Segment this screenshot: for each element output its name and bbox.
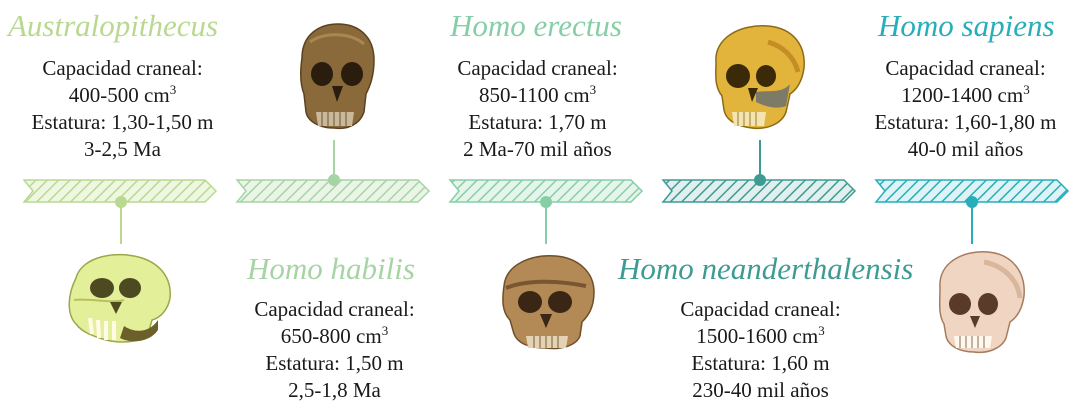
value-age: 3-2,5 Ma (10, 136, 235, 163)
value-age: 40-0 mil años (858, 136, 1073, 163)
habilis-skull-icon (290, 22, 380, 134)
value-capacity: 1500-1600 cm3 (648, 323, 873, 350)
value-age: 2 Ma-70 mil años (425, 136, 650, 163)
info-habilis: Capacidad craneal: 650-800 cm3 Estatura:… (222, 296, 447, 404)
value-capacity: 400-500 cm3 (10, 82, 235, 109)
title-sapiens: Homo sapiens (878, 10, 1055, 41)
node-australopithecus (115, 196, 127, 208)
node-neanderthalensis (754, 174, 766, 186)
info-neanderthalensis: Capacidad craneal: 1500-1600 cm3 Estatur… (648, 296, 873, 404)
title-neanderthalensis: Homo neanderthalensis (618, 253, 913, 284)
title-habilis: Homo habilis (247, 253, 415, 284)
label-capacity: Capacidad craneal: (648, 296, 873, 323)
value-height: Estatura: 1,30-1,50 m (10, 109, 235, 136)
title-australopithecus: Australopithecus (8, 10, 218, 41)
value-height: Estatura: 1,60 m (648, 350, 873, 377)
label-capacity: Capacidad craneal: (858, 55, 1073, 82)
value-height: Estatura: 1,60-1,80 m (858, 109, 1073, 136)
node-habilis (328, 174, 340, 186)
erectus-skull-icon (496, 250, 600, 354)
info-erectus: Capacidad craneal: 850-1100 cm3 Estatura… (425, 55, 650, 163)
title-erectus: Homo erectus (450, 10, 622, 41)
node-sapiens (966, 196, 978, 208)
value-height: Estatura: 1,50 m (222, 350, 447, 377)
value-age: 230-40 mil años (648, 377, 873, 404)
info-australopithecus: Capacidad craneal: 400-500 cm3 Estatura:… (10, 55, 235, 163)
australopithecus-skull-icon (62, 248, 177, 348)
value-capacity: 1200-1400 cm3 (858, 82, 1073, 109)
label-capacity: Capacidad craneal: (222, 296, 447, 323)
value-height: Estatura: 1,70 m (425, 109, 650, 136)
value-capacity: 850-1100 cm3 (425, 82, 650, 109)
neanderthal-skull-icon (706, 22, 810, 134)
info-sapiens: Capacidad craneal: 1200-1400 cm3 Estatur… (858, 55, 1073, 163)
label-capacity: Capacidad craneal: (425, 55, 650, 82)
value-capacity: 650-800 cm3 (222, 323, 447, 350)
sapiens-skull-icon (924, 248, 1028, 356)
value-age: 2,5-1,8 Ma (222, 377, 447, 404)
node-erectus (540, 196, 552, 208)
label-capacity: Capacidad craneal: (10, 55, 235, 82)
